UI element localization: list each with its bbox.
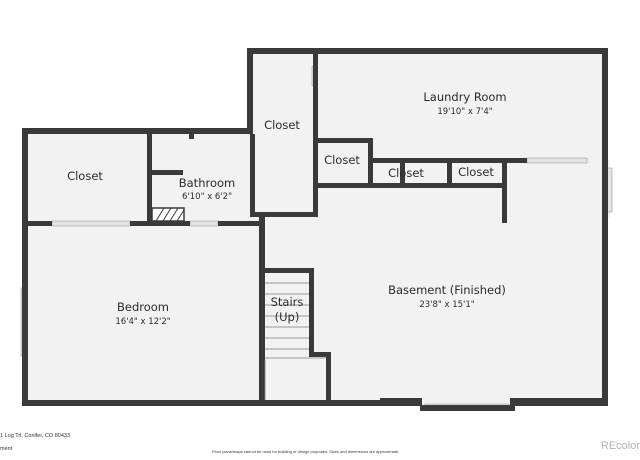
room-dims-stairs: (Up) xyxy=(275,310,300,324)
footer-statement: ment xyxy=(0,446,13,452)
window-closet-top xyxy=(526,157,588,164)
disclaimer-text: Floor plans/maps cannot be used for buil… xyxy=(212,449,400,454)
brand-logo: REcolor xyxy=(600,440,640,452)
window-bedroom-top xyxy=(51,220,131,227)
room-name-stairs: Stairs xyxy=(271,295,304,309)
room-labels: Laundry Room 19'10" x 7'4" Closet Closet… xyxy=(67,90,507,327)
room-name-closet-middle: Closet xyxy=(388,166,424,180)
room-name-closet-tall: Closet xyxy=(264,118,300,132)
room-name-closet-bedroom: Closet xyxy=(67,169,103,183)
stair-railing xyxy=(264,357,326,400)
room-name-bedroom: Bedroom xyxy=(117,300,169,314)
room-name-basement: Basement (Finished) xyxy=(388,283,506,297)
walls xyxy=(22,48,608,411)
room-name-bathroom: Bathroom xyxy=(179,176,235,190)
room-name-closet-right: Closet xyxy=(458,165,494,179)
room-name-closet-small: Closet xyxy=(324,153,360,167)
floor-fill xyxy=(25,51,610,410)
room-dims-bedroom: 16'4" x 12'2" xyxy=(115,317,170,327)
bathroom-fixture-icon xyxy=(151,207,185,222)
stair-treads xyxy=(265,282,309,350)
room-dims-basement: 23'8" x 15'1" xyxy=(419,300,474,310)
room-dims-laundry: 19'10" x 7'4" xyxy=(437,107,492,117)
room-dims-bathroom: 6'10" x 6'2" xyxy=(182,192,232,202)
room-name-laundry: Laundry Room xyxy=(423,90,506,104)
listing-address: 1 Log Trl, Conifer, CO 80433 xyxy=(0,433,71,439)
window-bathroom-bottom xyxy=(189,220,219,227)
